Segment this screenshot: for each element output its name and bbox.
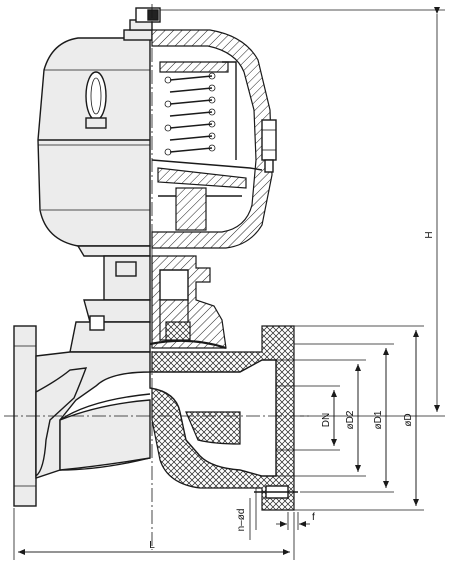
actuator-section	[151, 29, 277, 249]
dim-label-dn: DN	[321, 413, 332, 427]
center-lines	[4, 4, 310, 550]
valve-body-section	[149, 325, 298, 511]
spring-icon	[164, 72, 216, 156]
dim-label-d1: øD1	[373, 410, 384, 429]
valve-body-exterior	[13, 325, 151, 507]
dim-label-d: øD	[403, 413, 414, 426]
bolt-icon	[261, 119, 277, 161]
dim-label-f: f	[312, 512, 315, 523]
dim-label-l: L	[149, 540, 155, 551]
lifting-eye-icon	[85, 71, 107, 121]
dim-label-h: H	[424, 231, 435, 238]
dimensions	[13, 7, 445, 560]
dim-label-d2: øD2	[345, 410, 356, 429]
dim-label-bolt-holes: n–ød	[236, 509, 247, 532]
actuator-exterior	[37, 7, 161, 257]
bonnet	[69, 255, 227, 353]
